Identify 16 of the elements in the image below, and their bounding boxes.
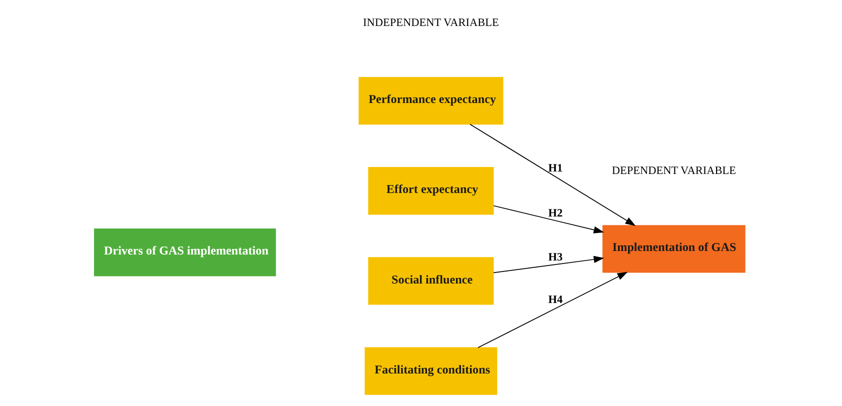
label: DEPENDENT VARIABLE — [612, 164, 736, 177]
edge-label: H2 — [548, 207, 563, 220]
node-box: Performance expectancy — [358, 76, 504, 125]
node-box: Social influence — [368, 257, 494, 305]
label: INDEPENDENT VARIABLE — [362, 16, 499, 29]
node-box: Facilitating conditions — [364, 347, 498, 395]
edge-label: H3 — [548, 252, 563, 264]
arrow — [470, 124, 636, 226]
node-box: Effort expectancy — [368, 167, 494, 215]
node-box: Implementation of GAS — [602, 225, 746, 273]
arrow — [478, 272, 628, 348]
edge-label: H4 — [548, 294, 563, 306]
node-box: Drivers of GAS implementation — [94, 228, 276, 276]
arrow — [493, 205, 604, 234]
edge-label: H1 — [548, 162, 563, 174]
arrow — [493, 256, 604, 274]
